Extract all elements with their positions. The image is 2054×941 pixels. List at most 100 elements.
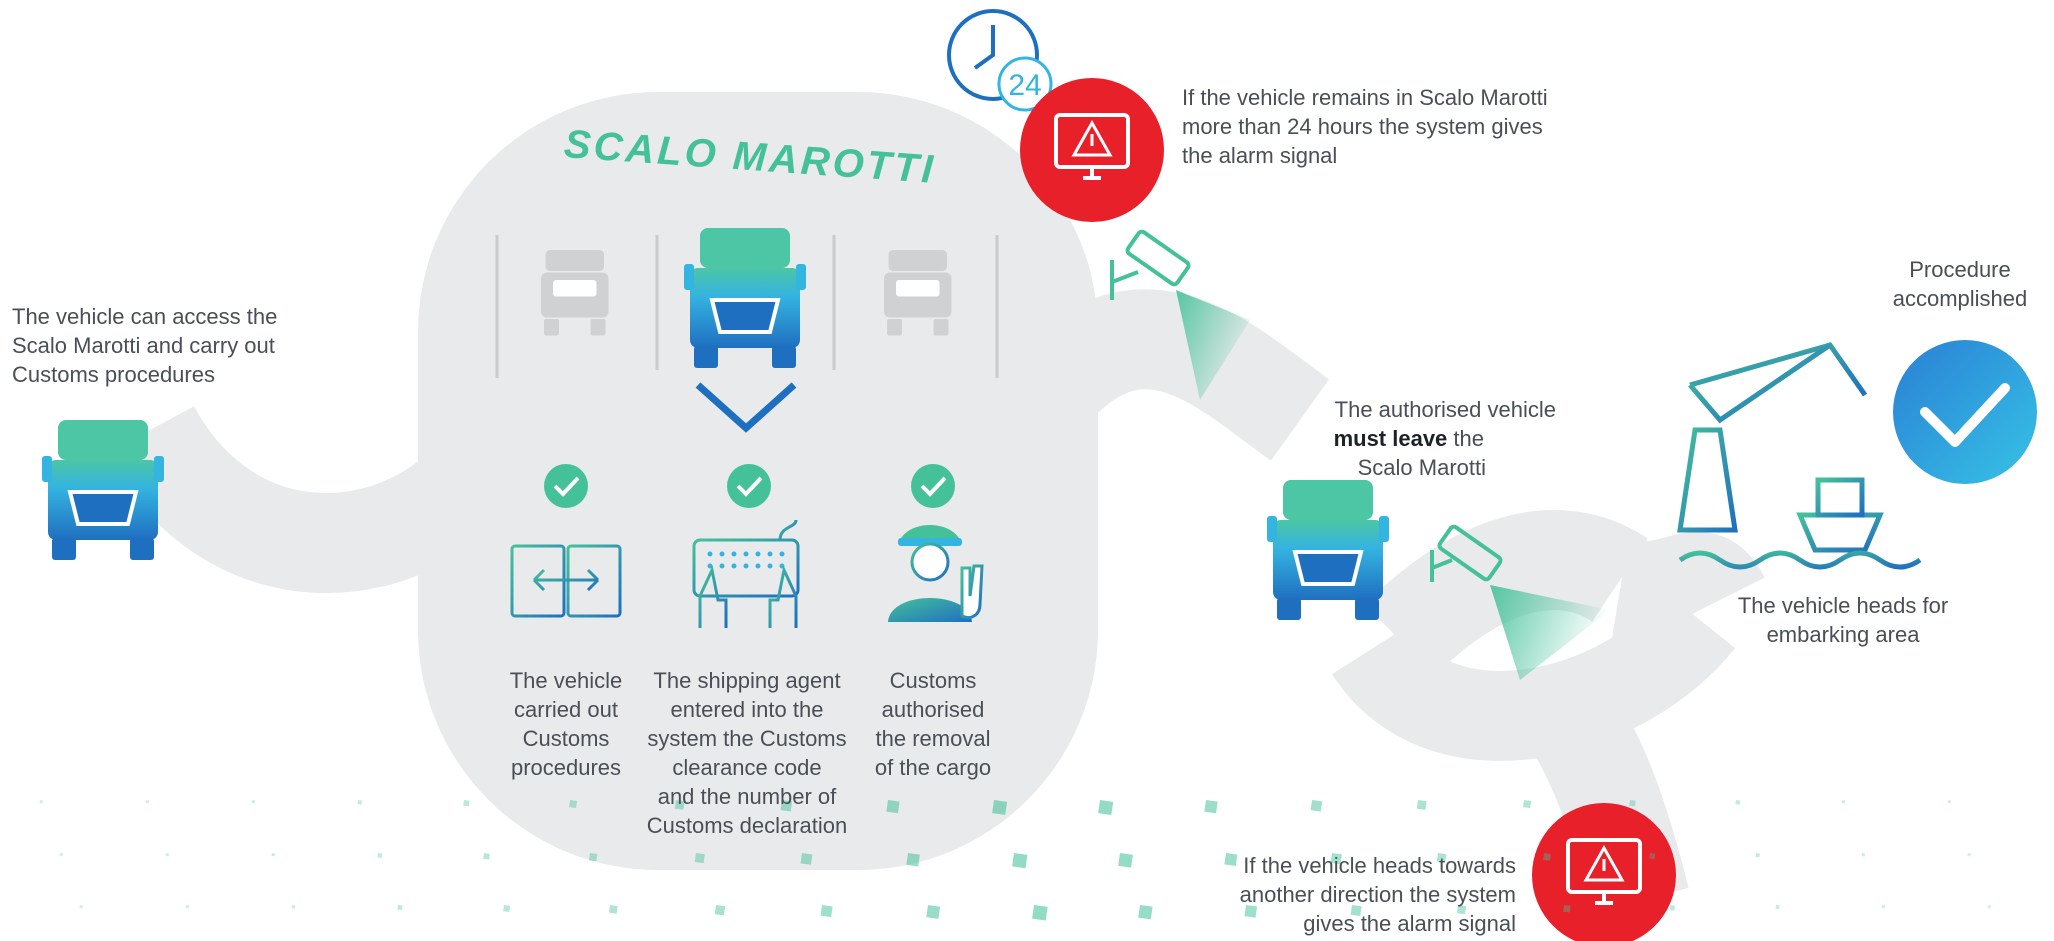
step-line: carried out [514,697,618,722]
alarm-monitor-icon [1532,803,1676,941]
decorative-dot [1244,905,1258,918]
alarm-top-text: If the vehicle remains in Scalo Marotti … [1182,83,1602,170]
decorative-dot [377,853,383,858]
decorative-dot [1118,853,1133,868]
intro-line: Scalo Marotti and carry out [12,333,275,358]
decorative-dot [59,852,63,857]
decorative-dot [1522,800,1532,809]
authorised-text: The authorised vehicle must leave the Sc… [1256,395,1556,482]
chevron-down-icon [695,382,797,433]
alarm-bottom-line: another direction the system [1239,882,1516,907]
check-circle-icon [911,464,955,508]
decorative-dot [1138,905,1153,920]
decorative-dot [714,905,726,916]
authorised-after-bold: the [1447,426,1484,451]
clock-24-icon: 24 [947,9,1053,112]
decorative-dot [1330,853,1342,865]
alarm-top-line: the alarm signal [1182,143,1338,168]
active-truck-icon [684,228,806,368]
procedure-text: Procedure accomplished [1870,255,2050,313]
decorative-dot [820,905,833,918]
decorative-dot [145,799,149,804]
decorative-dot [271,852,275,857]
security-camera-icon [1430,524,1503,582]
decorative-dot [1775,904,1780,910]
step-line: procedures [510,755,622,780]
authorised-line: must leave the [1256,424,1556,453]
step-line: Customs [522,726,610,751]
decorative-dot [992,800,1008,815]
step-1-text: The vehicle carried out Customs procedur… [476,666,656,782]
decorative-dot [1735,800,1741,805]
camera-beam [1176,290,1250,400]
decorative-dot [1563,904,1571,913]
authorised-line: The authorised vehicle [1334,397,1556,422]
decorative-dot [165,852,169,857]
decorative-dot [1755,853,1760,858]
step-line: The vehicle [509,668,623,693]
step-line: authorised [881,697,985,722]
step-line: the removal [875,726,991,751]
decorative-dot [357,800,363,805]
decorative-dot [926,904,941,919]
camera-beam [1490,585,1610,680]
procedure-line: Procedure [1909,257,2011,282]
keyboard-icon [692,519,800,628]
decorative-dot [79,905,83,909]
must-leave-emphasis: must leave [1333,426,1448,451]
grey-truck-icon [541,250,609,336]
decorative-dot [674,800,685,810]
decorative-dot [1456,905,1467,915]
intro-text: The vehicle can access the Scalo Marotti… [12,302,342,389]
decorative-dot [608,905,618,914]
decorative-dot [463,800,470,807]
embark-line: embarking area [1766,622,1920,647]
step-line: Customs declaration [646,813,848,838]
step-line: The shipping agent [653,668,841,693]
procedure-line: accomplished [1892,286,2028,311]
svg-text:24: 24 [1008,69,1041,102]
decorative-dot [483,853,490,860]
intro-line: Customs procedures [12,362,215,387]
decorative-dot [1841,800,1845,804]
decorative-dot [694,853,705,864]
authorised-line: Scalo Marotti [1357,455,1486,480]
decorative-dot [1543,852,1551,861]
step-2-text: The shipping agent entered into the syst… [642,666,852,840]
alarm-bottom-line: gives the alarm signal [1303,911,1516,936]
decorative-dot [1669,905,1676,911]
decorative-dot [1350,904,1362,916]
decorative-dot [291,905,296,909]
decorative-dot [1098,800,1114,816]
embark-text: The vehicle heads for embarking area [1718,591,1968,649]
decorative-dot [1204,800,1218,814]
decorative-dot [185,905,189,909]
decorative-dot [906,853,920,867]
decorative-dot [1032,905,1048,921]
leaving-truck-icon [1267,480,1389,620]
decorative-dot [39,800,43,804]
alarm-bottom-line: If the vehicle heads towards [1243,853,1516,878]
decorative-dot [1881,905,1885,909]
grey-truck-icon [884,250,952,336]
step-line: system the Customs [647,726,847,751]
decorative-dot [1224,853,1238,866]
alarm-monitor-icon [1020,78,1164,222]
decorative-dot [1310,800,1323,812]
decorative-dot [1987,905,1991,909]
step-line: entered into the [670,697,824,722]
decorative-dot [397,905,403,911]
embark-line: The vehicle heads for [1737,593,1949,618]
alarm-top-line: If the vehicle remains in Scalo Marotti [1182,85,1548,110]
road-curve [1332,590,1736,761]
step-3-text: Customs authorised the removal of the ca… [848,666,1018,782]
alarm-bottom-text: If the vehicle heads towards another dir… [1166,851,1516,938]
bay-separators [495,235,999,378]
security-camera-icon [1110,229,1191,300]
decorative-dots [39,799,1991,921]
decorative-dot [1436,852,1447,863]
decorative-dot [251,800,255,804]
step-line: of the cargo [874,755,992,780]
decorative-dot [1416,800,1427,810]
